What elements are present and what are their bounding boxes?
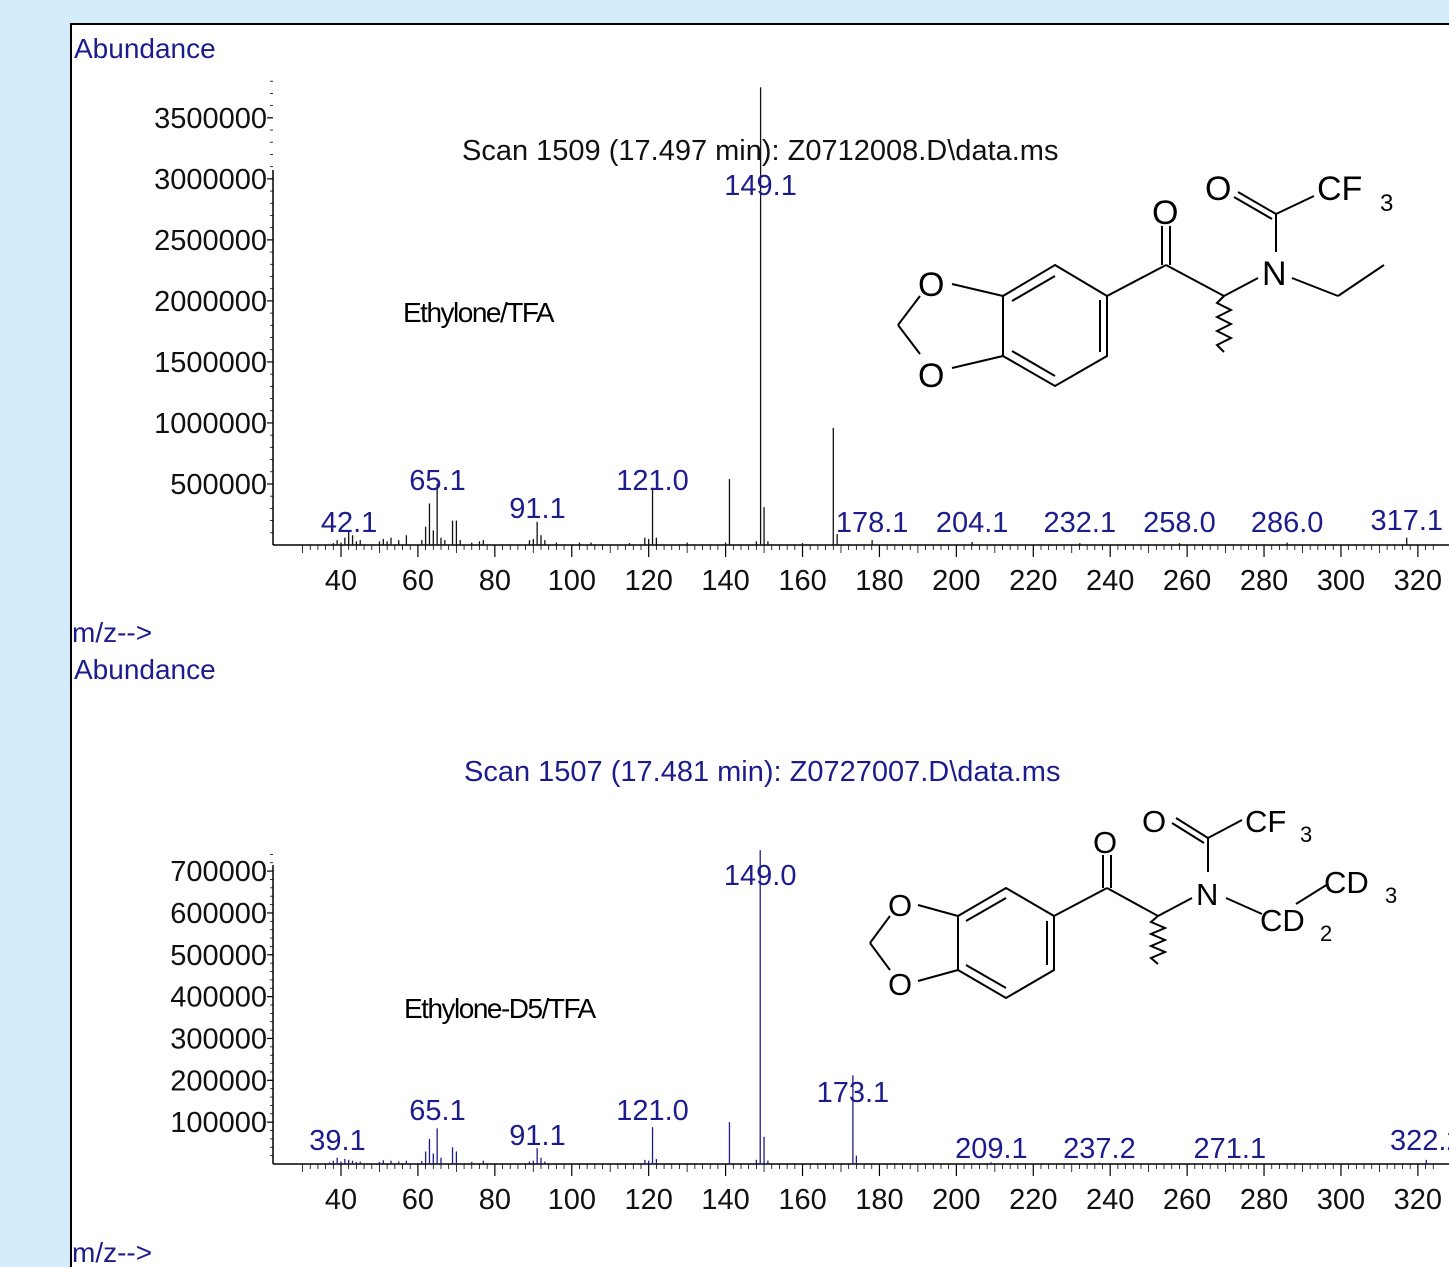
- x-tick-label: 200: [932, 1184, 980, 1216]
- peak-label: 65.1: [409, 465, 465, 497]
- x-tick-label: 280: [1240, 565, 1288, 597]
- x-tick-label: 260: [1163, 1184, 1211, 1216]
- x-tick-label: 180: [855, 1184, 903, 1216]
- y-tick-label: 500000: [170, 940, 267, 972]
- atom-o-ring-top-2: O: [918, 357, 944, 395]
- y-tick-label: 700000: [170, 856, 267, 888]
- y-tick-label: 3000000: [154, 164, 267, 196]
- x-tick-label: 240: [1086, 565, 1134, 597]
- atom-o-amide-top: O: [1205, 170, 1231, 208]
- peak-label: 149.0: [724, 860, 797, 892]
- atom-n-bottom: N: [1196, 877, 1218, 912]
- peak-label: 232.1: [1044, 507, 1117, 539]
- x-tick-label: 240: [1086, 1184, 1134, 1216]
- x-tick-label: 320: [1394, 565, 1442, 597]
- x-tick-label: 160: [778, 565, 826, 597]
- peak-label: 322.2: [1390, 1125, 1449, 1157]
- plot-area-top: 500000 1000000 1500000 2000000 2500000 300000…: [154, 80, 1449, 597]
- atom-o-ketone-bottom: O: [1093, 825, 1117, 860]
- y-axis-label-bottom: Abundance: [74, 654, 216, 685]
- atom-n-top: N: [1262, 255, 1287, 293]
- x-tick-label: 160: [778, 1184, 826, 1216]
- compound-label-top: Ethylone/TFA: [403, 297, 555, 328]
- peak-label: 258.0: [1143, 507, 1216, 539]
- plot-area-bottom: 100000 200000 300000 400000 500000 600000 7000…: [170, 850, 1449, 1216]
- peak-label: 39.1: [309, 1125, 365, 1157]
- x-tick-label: 80: [479, 565, 511, 597]
- spectrum-bottom: Abundance Scan 1507 (17.481 min): Z07270…: [72, 654, 1449, 1267]
- y-tick-label: 2500000: [154, 225, 267, 257]
- structure-ethylone-d5-tfa: [869, 817, 1329, 1000]
- x-axis-label-bottom: m/z-->: [72, 1237, 152, 1267]
- x-tick-label: 220: [1009, 1184, 1057, 1216]
- y-tick-label: 2000000: [154, 286, 267, 318]
- x-tick-label: 120: [624, 565, 672, 597]
- peak-label: 173.1: [817, 1077, 890, 1109]
- atom-o-amide-bottom: O: [1142, 804, 1166, 839]
- x-tick-label: 60: [402, 1184, 434, 1216]
- x-tick-label: 260: [1163, 565, 1211, 597]
- y-tick-label: 300000: [170, 1023, 267, 1055]
- peak-label: 237.2: [1063, 1133, 1136, 1165]
- y-tick-label: 1500000: [154, 347, 267, 379]
- peak-label: 209.1: [955, 1133, 1028, 1165]
- spectrum-top: Abundance Scan 1509 (17.497 min): Z07120…: [72, 33, 1449, 648]
- x-tick-label: 40: [325, 1184, 357, 1216]
- atom-cf-sub-top: 3: [1380, 190, 1393, 217]
- x-tick-label: 100: [548, 1184, 596, 1216]
- atom-cd-bottom: CD: [1324, 865, 1369, 900]
- peak-label: 271.1: [1194, 1133, 1267, 1165]
- peak-label: 317.1: [1370, 505, 1443, 537]
- y-axis-label-top: Abundance: [74, 33, 216, 64]
- x-tick-label: 80: [479, 1184, 511, 1216]
- x-tick-label: 300: [1317, 565, 1365, 597]
- y-tick-label: 1000000: [154, 408, 267, 440]
- atom-cf-sub-bottom: 3: [1300, 822, 1312, 847]
- atom-cd-sub-bottom: 3: [1385, 883, 1397, 908]
- atom-cd2-bottom: CD: [1260, 903, 1305, 938]
- scan-title-bottom: Scan 1507 (17.481 min): Z0727007.D\data.…: [464, 756, 1060, 788]
- x-tick-label: 140: [701, 565, 749, 597]
- peak-label: 204.1: [936, 507, 1009, 539]
- x-tick-label: 280: [1240, 1184, 1288, 1216]
- x-tick-label: 100: [548, 565, 596, 597]
- x-tick-label: 320: [1394, 1184, 1442, 1216]
- peak-label: 121.0: [616, 465, 689, 497]
- atom-o-ring-bottom-1: O: [888, 888, 912, 923]
- x-tick-label: 60: [402, 565, 434, 597]
- y-tick-label: 200000: [170, 1065, 267, 1097]
- compound-label-bottom: Ethylone-D5/TFA: [404, 993, 597, 1024]
- peak-label: 42.1: [321, 507, 377, 539]
- x-axis-label-top: m/z-->: [72, 617, 152, 648]
- x-tick-label: 140: [701, 1184, 749, 1216]
- peak-label: 91.1: [509, 493, 565, 525]
- structure-ethylone-tfa: [897, 191, 1385, 388]
- x-tick-label: 120: [624, 1184, 672, 1216]
- y-tick-label: 400000: [170, 982, 267, 1014]
- peak-label: 91.1: [509, 1120, 565, 1152]
- peak-label: 121.0: [616, 1095, 689, 1127]
- x-tick-label: 200: [932, 565, 980, 597]
- peak-label: 65.1: [409, 1095, 465, 1127]
- atom-cf-bottom: CF: [1245, 804, 1286, 839]
- x-tick-label: 180: [855, 565, 903, 597]
- atom-o-ring-bottom-2: O: [888, 967, 912, 1002]
- atom-o-ring-top-1: O: [918, 266, 944, 304]
- peak-label: 149.1: [724, 170, 797, 202]
- peak-label: 178.1: [836, 507, 909, 539]
- atom-o-ketone-top: O: [1152, 194, 1178, 232]
- y-tick-label: 500000: [170, 469, 267, 501]
- x-tick-label: 300: [1317, 1184, 1365, 1216]
- atom-cf-top: CF: [1317, 170, 1362, 208]
- y-tick-label: 100000: [170, 1107, 267, 1139]
- spectra-panel: [70, 23, 1449, 1267]
- peak-label: 286.0: [1251, 507, 1324, 539]
- x-tick-label: 220: [1009, 565, 1057, 597]
- y-tick-label: 3500000: [154, 103, 267, 135]
- y-tick-label: 600000: [170, 898, 267, 930]
- x-tick-label: 40: [325, 565, 357, 597]
- atom-cd2-sub-bottom: 2: [1320, 921, 1332, 946]
